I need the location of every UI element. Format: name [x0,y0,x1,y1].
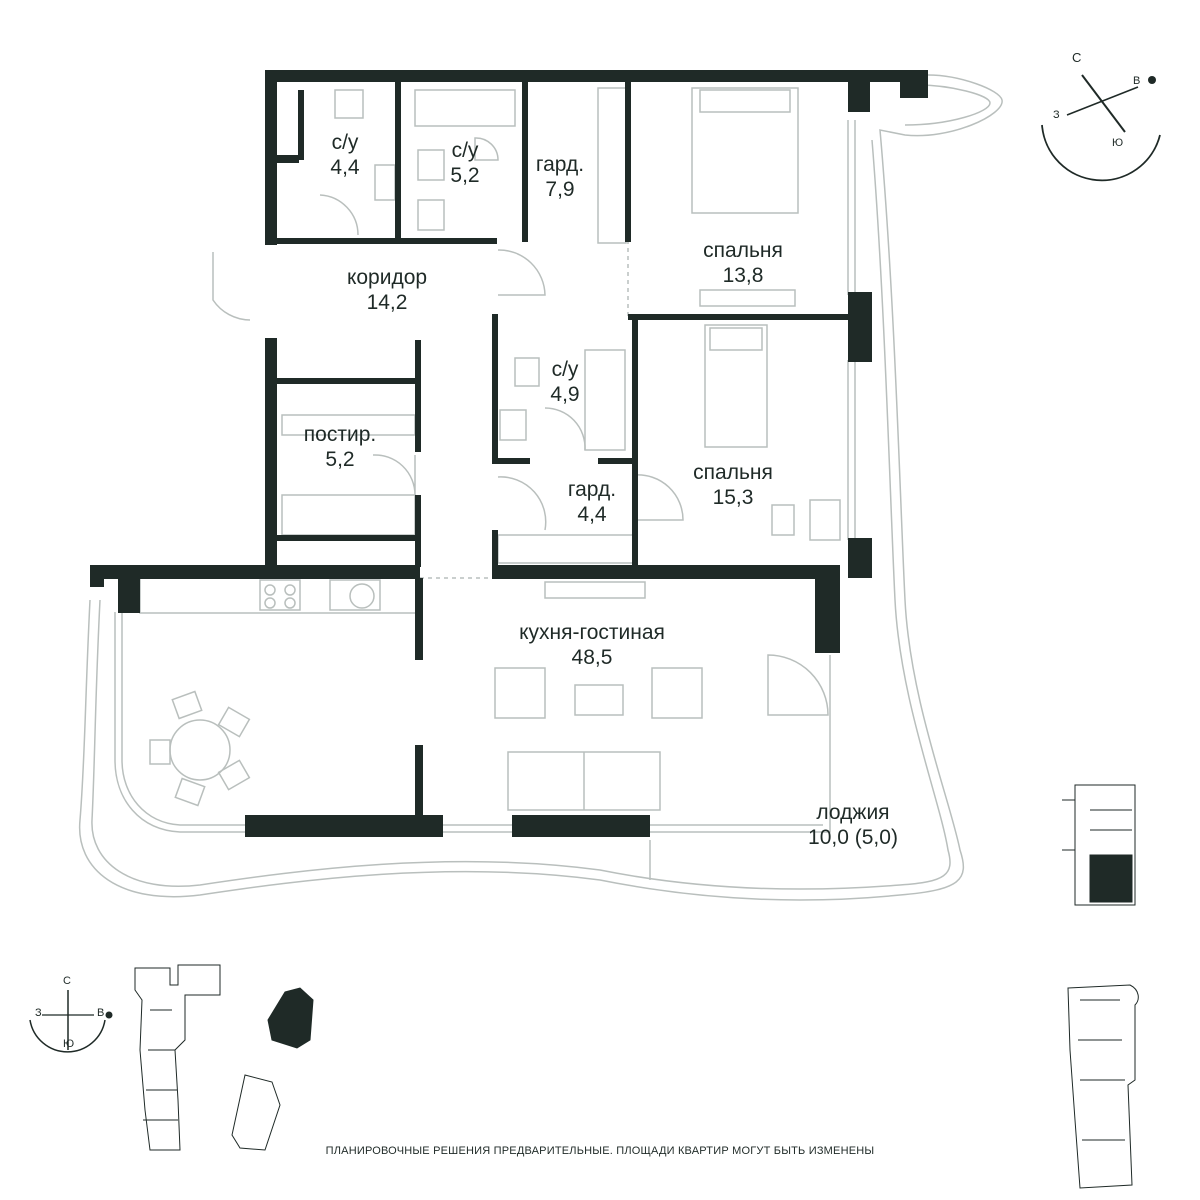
compass-main-arc [1041,124,1161,182]
room-wardrobe2-name: гард. [567,478,617,501]
room-label-loggia: лоджия 10,0 (5,0) [808,800,898,850]
loggia-outline [78,74,1003,901]
room-bedroom2-name: спальня [693,461,773,484]
room-label-kitchen-living: кухня-гостиная 48,5 [519,620,665,670]
room-loggia-name: лоджия [816,801,890,824]
compass-small-north: С [63,975,71,987]
room-label-laundry: постир. 5,2 [304,422,376,472]
room-bedroom1-name: спальня [703,239,783,262]
site-plan [134,964,314,1151]
room-wc1-name: с/у [331,131,359,154]
room-label-wc1: с/у 4,4 [330,130,359,180]
room-wc1-area: 4,4 [330,156,360,179]
room-label-wc2: с/у 5,2 [450,138,479,188]
compass-main-north: С [1072,50,1082,65]
compass-main-south: Ю [1112,137,1124,149]
room-kitchen-living-area: 48,5 [571,646,613,669]
room-label-corridor: коридор 14,2 [347,265,427,315]
room-wardrobe2-area: 4,4 [577,503,607,526]
room-wc2-area: 5,2 [450,164,480,187]
room-wardrobe1-name: гард. [535,153,585,176]
compass-small [29,990,113,1053]
room-wc3-area: 4,9 [550,383,580,406]
compass-main [1041,74,1161,182]
key-plan-building [1067,984,1139,1189]
room-label-wardrobe2: гард. 4,4 [568,477,616,527]
key-plan-highlighted-apartment [1089,854,1133,903]
compass-main-west: З [1053,109,1060,121]
compass-small-south: Ю [63,1038,75,1050]
key-plan-floor [1062,784,1136,906]
room-label-bedroom1: спальня 13,8 [703,238,783,288]
room-label-wardrobe1: гард. 7,9 [536,152,584,202]
room-loggia-area: 10,0 (5,0) [808,826,898,849]
compass-main-needle [1081,74,1126,133]
room-wc2-name: с/у [451,139,479,162]
disclaimer-text: ПЛАНИРОВОЧНЫЕ РЕШЕНИЯ ПРЕДВАРИТЕЛЬНЫЕ. П… [325,1145,875,1157]
room-label-wc3: с/у 4,9 [550,357,579,407]
room-kitchen-living-name: кухня-гостиная [519,621,665,644]
site-plan-highlighted-building [267,987,314,1049]
compass-small-arc [29,1019,106,1053]
room-bedroom1-area: 13,8 [722,264,764,287]
room-label-bedroom2: спальня 15,3 [693,460,773,510]
compass-small-east: В [97,1007,105,1019]
room-corridor-area: 14,2 [366,291,408,314]
room-laundry-area: 5,2 [325,448,355,471]
room-corridor-name: коридор [346,266,428,289]
room-bedroom2-area: 15,3 [712,486,754,509]
walls [90,70,928,837]
compass-main-east-dot [1148,76,1156,84]
compass-small-east-dot [105,1011,113,1019]
room-wc3-name: с/у [551,358,579,381]
compass-main-east: В [1133,75,1141,87]
compass-small-west: З [35,1007,42,1019]
room-laundry-name: постир. [303,423,377,446]
room-wardrobe1-area: 7,9 [545,178,575,201]
